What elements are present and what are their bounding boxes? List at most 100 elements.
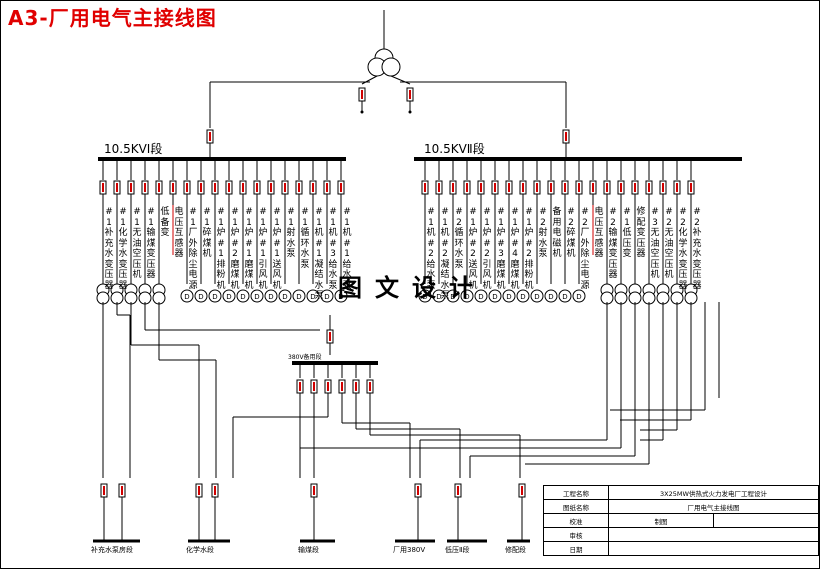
breaker-fill xyxy=(102,183,104,192)
r-motor-5 xyxy=(488,289,502,303)
motor-letter: D xyxy=(450,293,455,301)
feeder-label-r-0: #1机#2给水泵 xyxy=(426,207,436,291)
breaker-fill xyxy=(550,183,552,192)
motor-letter: D xyxy=(324,293,329,301)
feeder-label-r-11: #2厂外除尘电源 xyxy=(580,207,590,291)
breaker-fill xyxy=(361,90,363,99)
breaker-fill xyxy=(508,183,510,192)
feeder-label-r-12: 电压互感器 xyxy=(594,207,604,259)
tb-draw-value xyxy=(713,513,819,528)
terminal-dot xyxy=(408,110,412,114)
r-motor-7 xyxy=(516,289,530,303)
feeder-label-l-17: #1机#1给水泵 xyxy=(342,207,352,291)
breaker-fill xyxy=(369,382,371,391)
breaker-fill xyxy=(144,183,146,192)
feeder-label-l-9: #1炉#2磨煤机 xyxy=(230,207,240,291)
l-motor-17 xyxy=(334,289,348,303)
motor-letter: D xyxy=(282,293,287,301)
motor-letter: D xyxy=(520,293,525,301)
breaker-fill xyxy=(409,90,411,99)
bottom-bus-label-3: 厂用380V xyxy=(393,546,426,554)
feeder-label-l-10: #1炉#1磨煤机 xyxy=(244,207,254,291)
bus2-label: 10.5KVⅡ段 xyxy=(424,142,485,156)
feeder-label-r-16: #3无油空压机 xyxy=(650,207,660,280)
transformer-lead-left xyxy=(361,75,378,85)
motor-letter: D xyxy=(562,293,567,301)
feeder-label-l-13: #1射水泵 xyxy=(286,207,296,259)
breaker-fill xyxy=(312,183,314,192)
watermark-text: 图文设计 xyxy=(338,273,486,302)
motor-letter: D xyxy=(198,293,203,301)
breaker-fill xyxy=(480,183,482,192)
feeder-label-l-7: #1碎煤机 xyxy=(202,207,212,259)
breaker-fill xyxy=(676,183,678,192)
bus1-label: 10.5KVⅠ段 xyxy=(104,142,163,156)
breaker-fill xyxy=(298,183,300,192)
feeder-label-r-9: 备用电磁机 xyxy=(552,207,562,259)
r-motor-0 xyxy=(418,289,432,303)
breaker-fill xyxy=(690,183,692,192)
breaker-fill xyxy=(270,183,272,192)
l-motor-15 xyxy=(306,289,320,303)
breaker-fill xyxy=(417,486,419,495)
title-block: 工程名称 3X25MW供热式火力发电厂工程设计 图纸名称 厂用电气主接线图 校准… xyxy=(543,485,819,556)
breaker-fill xyxy=(620,183,622,192)
motor-letter: D xyxy=(422,293,427,301)
feeder-label-l-1: #1化学水变压器 xyxy=(118,207,128,291)
breaker-fill xyxy=(313,382,315,391)
r-motor-6 xyxy=(502,289,516,303)
feeder-label-r-10: #2碎煤机 xyxy=(566,207,576,259)
feeder-label-r-2: #2循环水泵 xyxy=(454,207,464,270)
breaker-fill xyxy=(578,183,580,192)
breaker-fill xyxy=(536,183,538,192)
r-motor-2 xyxy=(446,289,460,303)
transformer-lead-right xyxy=(390,75,411,85)
bottom-bus-label-5: 修配段 xyxy=(505,546,526,554)
bottom-bus-label-1: 化学水段 xyxy=(186,546,214,554)
breaker-fill xyxy=(158,183,160,192)
bottom-bus-label-0: 补充水泵房段 xyxy=(91,546,133,554)
breaker-fill xyxy=(214,486,216,495)
feeder-label-r-6: #1炉#4磨煤机 xyxy=(510,207,520,291)
breaker-fill xyxy=(198,486,200,495)
r-motor-4 xyxy=(474,289,488,303)
breaker-fill xyxy=(341,382,343,391)
tb-date-value xyxy=(608,541,819,556)
l-motor-7 xyxy=(194,289,208,303)
feeder-label-r-15: 修配变压器 xyxy=(636,207,646,259)
motor-letter: D xyxy=(464,293,469,301)
tb-project-value: 3X25MW供热式火力发电厂工程设计 xyxy=(608,485,819,500)
breaker-fill xyxy=(242,183,244,192)
r-motor-11 xyxy=(572,289,586,303)
breaker-fill xyxy=(662,183,664,192)
breaker-fill xyxy=(452,183,454,192)
breaker-fill xyxy=(340,183,342,192)
r-motor-10 xyxy=(558,289,572,303)
motor-letter: D xyxy=(534,293,539,301)
motor-letter: D xyxy=(478,293,483,301)
motor-letter: D xyxy=(296,293,301,301)
feeder-label-r-17: #2无油空压机 xyxy=(664,207,674,280)
tb-date-label: 日期 xyxy=(543,541,609,556)
breaker-fill xyxy=(592,183,594,192)
feeder-label-l-6: #1厂外除尘电源 xyxy=(188,207,198,291)
motor-letter: D xyxy=(240,293,245,301)
motor-letter: D xyxy=(254,293,259,301)
feeder-label-l-14: #1循环水泵 xyxy=(300,207,310,270)
feeder-label-r-3: #1炉#2送风机 xyxy=(468,207,478,291)
r-motor-8 xyxy=(530,289,544,303)
bottom-bus-label-4: 低压Ⅱ段 xyxy=(445,546,470,554)
motor-letter: D xyxy=(506,293,511,301)
breaker-fill xyxy=(284,183,286,192)
breaker-fill xyxy=(521,486,523,495)
feeder-label-r-4: #1炉#2引风机 xyxy=(482,207,492,291)
motor-letter: D xyxy=(268,293,273,301)
feeder-label-l-3: #1输煤变压器 xyxy=(146,207,156,280)
tb-check-label: 校准 xyxy=(543,513,609,528)
l-motor-8 xyxy=(208,289,222,303)
breaker-fill xyxy=(355,382,357,391)
motor-letter: D xyxy=(310,293,315,301)
l-motor-14 xyxy=(292,289,306,303)
breaker-fill xyxy=(256,183,258,192)
